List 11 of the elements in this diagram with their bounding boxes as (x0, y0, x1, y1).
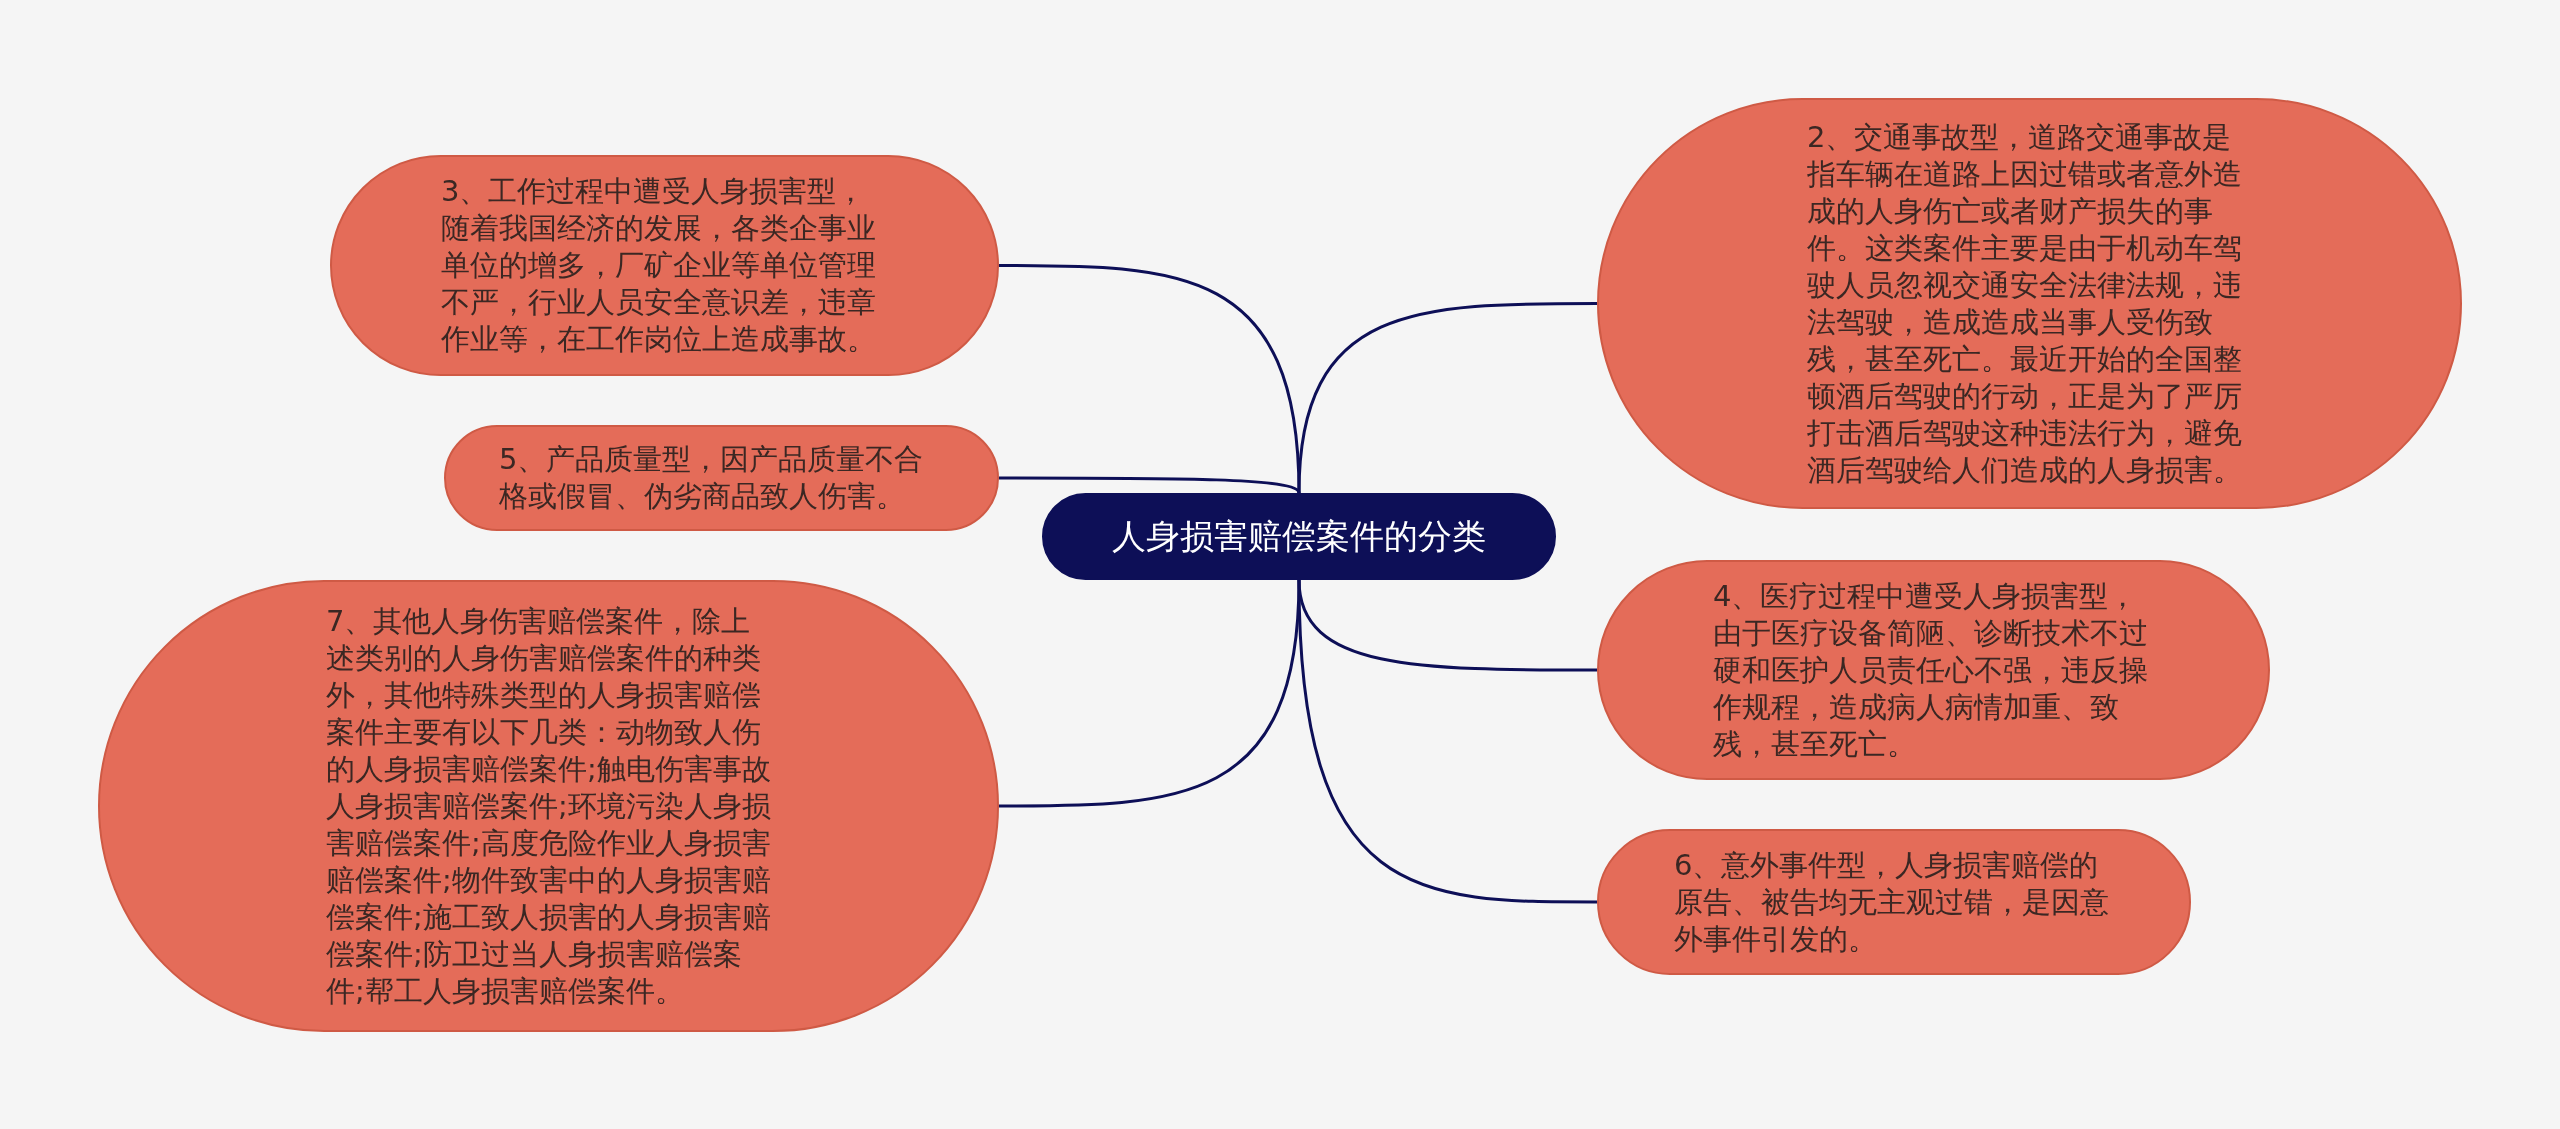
connector-curve (999, 476, 1301, 494)
topic-title: 人身损害赔偿案件的分类 (1112, 514, 1486, 558)
connector-curve (1297, 579, 1597, 904)
topic-text: 4、医疗过程中遭受人身损害型，由于医疗设备简陋、诊断技术不过硬和医护人员责任心不强，违反操作规程，造成病人病情加重、致残，甚至死亡。 (1713, 577, 2149, 763)
connector-curve (999, 579, 1301, 808)
topic-text: 2、交通事故型，道路交通事故是指车辆在道路上因过错或者意外造成的人身伤亡或者财产损失的事件。这类案件主要是由于机动车驾驶人员忽视交通安全法律法规，违法驾驶，造成造成当事人受伤致残，甚至死亡。最近开始的全国整顿酒后驾驶的行动，正是为了严厉打击酒后驾驶这种违法行为，避免酒后驾驶给人们造成的人身损害。 (1807, 118, 2243, 489)
topic-text: 5、产品质量型，因产品质量不合格或假冒、伪劣商品致人伤害。 (499, 441, 925, 515)
topic-text: 6、意外事件型，人身损害赔偿的原告、被告均无主观过错，是因意外事件引发的。 (1674, 846, 2110, 958)
connector-curve (1297, 302, 1597, 494)
topic-text: 3、工作过程中遭受人身损害型，随着我国经济的发展，各类企事业单位的增多，厂矿企业等单位管理不严，行业人员安全意识差，违章作业等，在工作岗位上造成事故。 (441, 173, 877, 358)
topic-text: 7、其他人身伤害赔偿案件，除上述类别的人身伤害赔偿案件的种类外，其他特殊类型的人身损害赔偿案件主要有以下几类：动物致人伤的人身损害赔偿案件;触电伤害事故人身损害赔偿案件;环境污染人身损害赔偿案件;高度危险作业人身损害赔偿案件;物件致害中的人身损害赔偿案件;施工致人损害的人身损害赔偿案件;防卫过当人身损害赔偿案件;帮工人身损害赔偿案件。 (326, 602, 772, 1010)
